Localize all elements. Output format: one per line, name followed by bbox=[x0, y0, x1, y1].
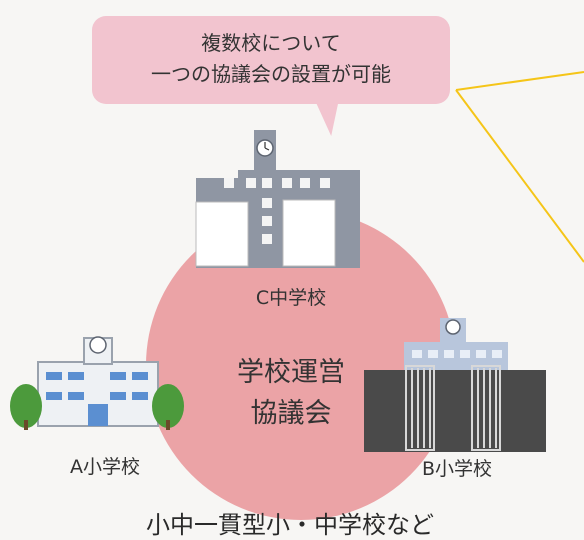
school-c-label: C中学校 bbox=[255, 287, 327, 309]
school-a-label: A小学校 bbox=[70, 456, 140, 478]
callout-text: 複数校について 一つの協議会の設置が可能 bbox=[92, 28, 450, 90]
school-b-gates bbox=[405, 365, 501, 451]
school-b-clock-icon bbox=[445, 319, 461, 335]
tree-right bbox=[152, 384, 184, 428]
school-b-label: B小学校 bbox=[421, 458, 493, 480]
school-a-clock-icon bbox=[89, 336, 107, 354]
school-c-panel-right bbox=[282, 199, 336, 267]
callout-line-1: 複数校について bbox=[201, 31, 341, 55]
school-b-fence bbox=[364, 370, 546, 452]
pointer-line-bottom bbox=[455, 89, 584, 263]
council-line-2: 協議会 bbox=[250, 398, 332, 429]
school-a-windows bbox=[46, 372, 148, 426]
diagram-caption: 小中一貫型小・中学校など bbox=[146, 511, 434, 539]
tree-left bbox=[10, 384, 42, 428]
school-c-panel-left bbox=[195, 201, 249, 267]
school-c-windows bbox=[224, 178, 330, 244]
school-b-windows bbox=[412, 350, 502, 358]
council-line-1: 学校運営 bbox=[237, 357, 345, 388]
callout-line-2: 一つの協議会の設置が可能 bbox=[151, 62, 391, 86]
pointer-line-top bbox=[455, 71, 584, 91]
school-a-tower bbox=[83, 337, 113, 365]
callout-bubble bbox=[92, 16, 450, 104]
council-label: 学校運営 協議会 bbox=[226, 352, 356, 434]
